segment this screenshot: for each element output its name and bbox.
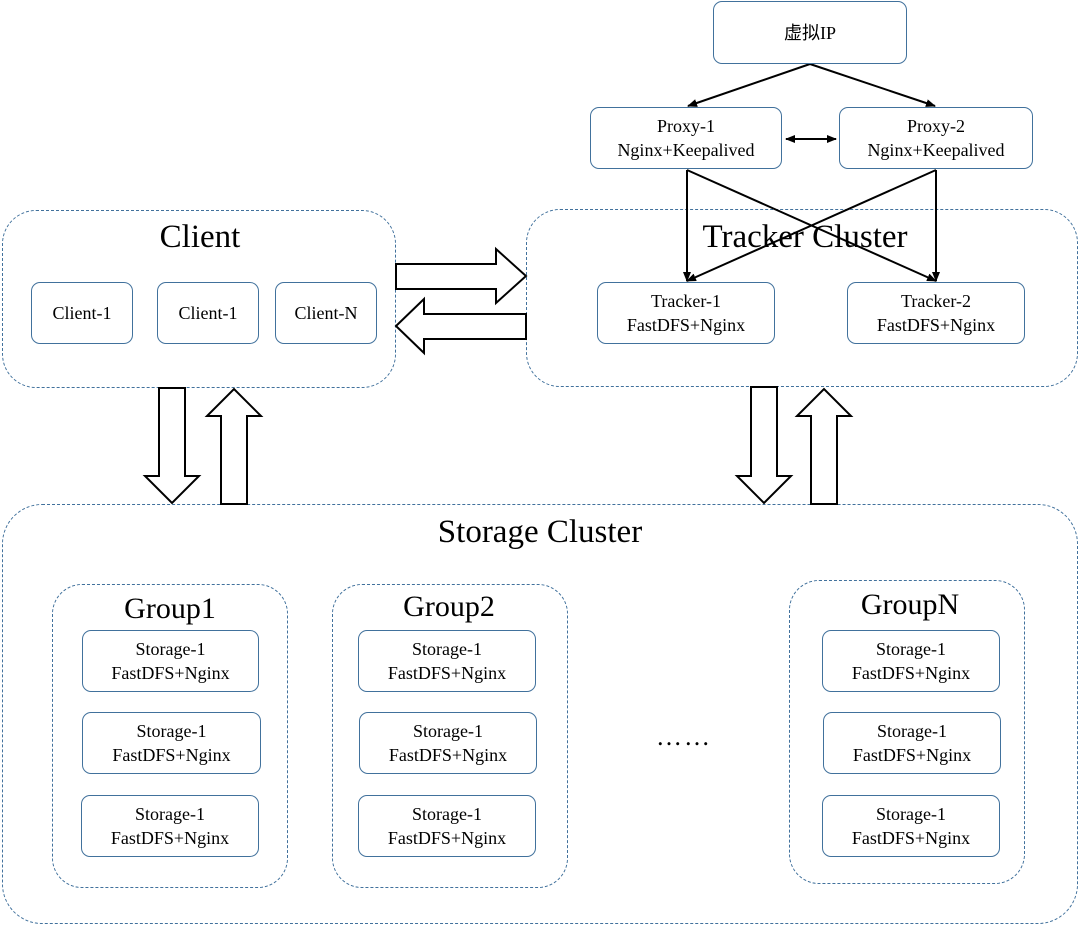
storage-name: Storage-1: [135, 639, 206, 659]
storage-cluster-title: Storage Cluster: [437, 514, 643, 550]
group-2-title: Group2: [403, 590, 495, 623]
group-n-storage-node-2: Storage-1 FastDFS+Nginx: [823, 712, 1001, 774]
proxy-2-node: Proxy-2 Nginx+Keepalived: [839, 107, 1033, 169]
client-to-tracker-block-arrow: [395, 246, 528, 306]
client-node-n: Client-N: [275, 282, 377, 344]
group-1-storage-node-1: Storage-1 FastDFS+Nginx: [82, 630, 259, 692]
client-to-storage-block-arrow: [142, 387, 202, 505]
storage-name: Storage-1: [135, 804, 205, 824]
tracker-2-node: Tracker-2 FastDFS+Nginx: [847, 282, 1025, 344]
storage-to-client-block-arrow: [204, 387, 264, 505]
client-node-1-label: Client-1: [52, 303, 112, 323]
storage-group-1: [52, 584, 288, 888]
storage-detail: FastDFS+Nginx: [388, 745, 508, 765]
vip-to-proxy-1-arrow: [687, 63, 811, 107]
tracker-2-name: Tracker-2: [901, 291, 971, 311]
tracker-cluster: [526, 209, 1078, 387]
storage-cluster: [2, 504, 1078, 924]
storage-detail: FastDFS+Nginx: [387, 828, 507, 848]
vip-label: 虚拟IP: [783, 22, 836, 43]
proxy-1-detail: Nginx+Keepalived: [617, 140, 755, 160]
client-node-2: Client-1: [157, 282, 259, 344]
storage-group-2: [332, 584, 568, 888]
tracker-1-name: Tracker-1: [651, 291, 721, 311]
storage-detail: FastDFS+Nginx: [851, 663, 971, 683]
group-2-storage-node-2: Storage-1 FastDFS+Nginx: [359, 712, 537, 774]
storage-group-n: [789, 580, 1025, 884]
more-groups-ellipsis: ……: [656, 722, 712, 751]
storage-detail: FastDFS+Nginx: [387, 663, 507, 683]
storage-detail: FastDFS+Nginx: [110, 828, 230, 848]
proxy-2-to-tracker-1-arrow: [686, 169, 937, 282]
group-1-storage-node-2: Storage-1 FastDFS+Nginx: [82, 712, 261, 774]
group-n-title: GroupN: [860, 588, 960, 621]
client-cluster: [2, 210, 396, 388]
group-2-storage-node-1: Storage-1 FastDFS+Nginx: [358, 630, 536, 692]
proxy-2-detail: Nginx+Keepalived: [867, 140, 1005, 160]
storage-name: Storage-1: [876, 639, 946, 659]
proxy-1-node: Proxy-1 Nginx+Keepalived: [590, 107, 782, 169]
client-node-2-label: Client-1: [178, 303, 238, 323]
group-2-storage-node-3: Storage-1 FastDFS+Nginx: [358, 795, 536, 857]
tracker-cluster-title: Tracker Cluster: [702, 219, 908, 255]
tracker-1-detail: FastDFS+Nginx: [626, 315, 746, 335]
client-node-1: Client-1: [31, 282, 133, 344]
storage-name: Storage-1: [412, 804, 482, 824]
proxy-1-name: Proxy-1: [657, 116, 715, 136]
storage-name: Storage-1: [136, 721, 207, 741]
storage-name: Storage-1: [412, 639, 482, 659]
storage-name: Storage-1: [413, 721, 483, 741]
vip-to-proxy-2-arrow: [809, 63, 936, 107]
storage-detail: FastDFS+Nginx: [851, 828, 971, 848]
tracker-to-storage-block-arrow: [734, 386, 794, 505]
tracker-to-client-block-arrow: [394, 296, 527, 356]
client-cluster-title: Client: [159, 219, 241, 255]
client-node-n-label: Client-N: [294, 303, 358, 323]
storage-to-tracker-block-arrow: [794, 387, 854, 505]
proxy-2-name: Proxy-2: [907, 116, 965, 136]
group-n-storage-node-3: Storage-1 FastDFS+Nginx: [822, 795, 1000, 857]
vip-node: 虚拟IP: [713, 1, 907, 64]
storage-detail: FastDFS+Nginx: [112, 745, 231, 765]
group-1-storage-node-3: Storage-1 FastDFS+Nginx: [81, 795, 259, 857]
storage-name: Storage-1: [876, 804, 946, 824]
tracker-1-node: Tracker-1 FastDFS+Nginx: [597, 282, 775, 344]
storage-name: Storage-1: [877, 721, 947, 741]
storage-detail: FastDFS+Nginx: [852, 745, 972, 765]
group-n-storage-node-1: Storage-1 FastDFS+Nginx: [822, 630, 1000, 692]
storage-detail: FastDFS+Nginx: [111, 663, 230, 683]
tracker-2-detail: FastDFS+Nginx: [876, 315, 996, 335]
group-1-title: Group1: [124, 592, 216, 625]
